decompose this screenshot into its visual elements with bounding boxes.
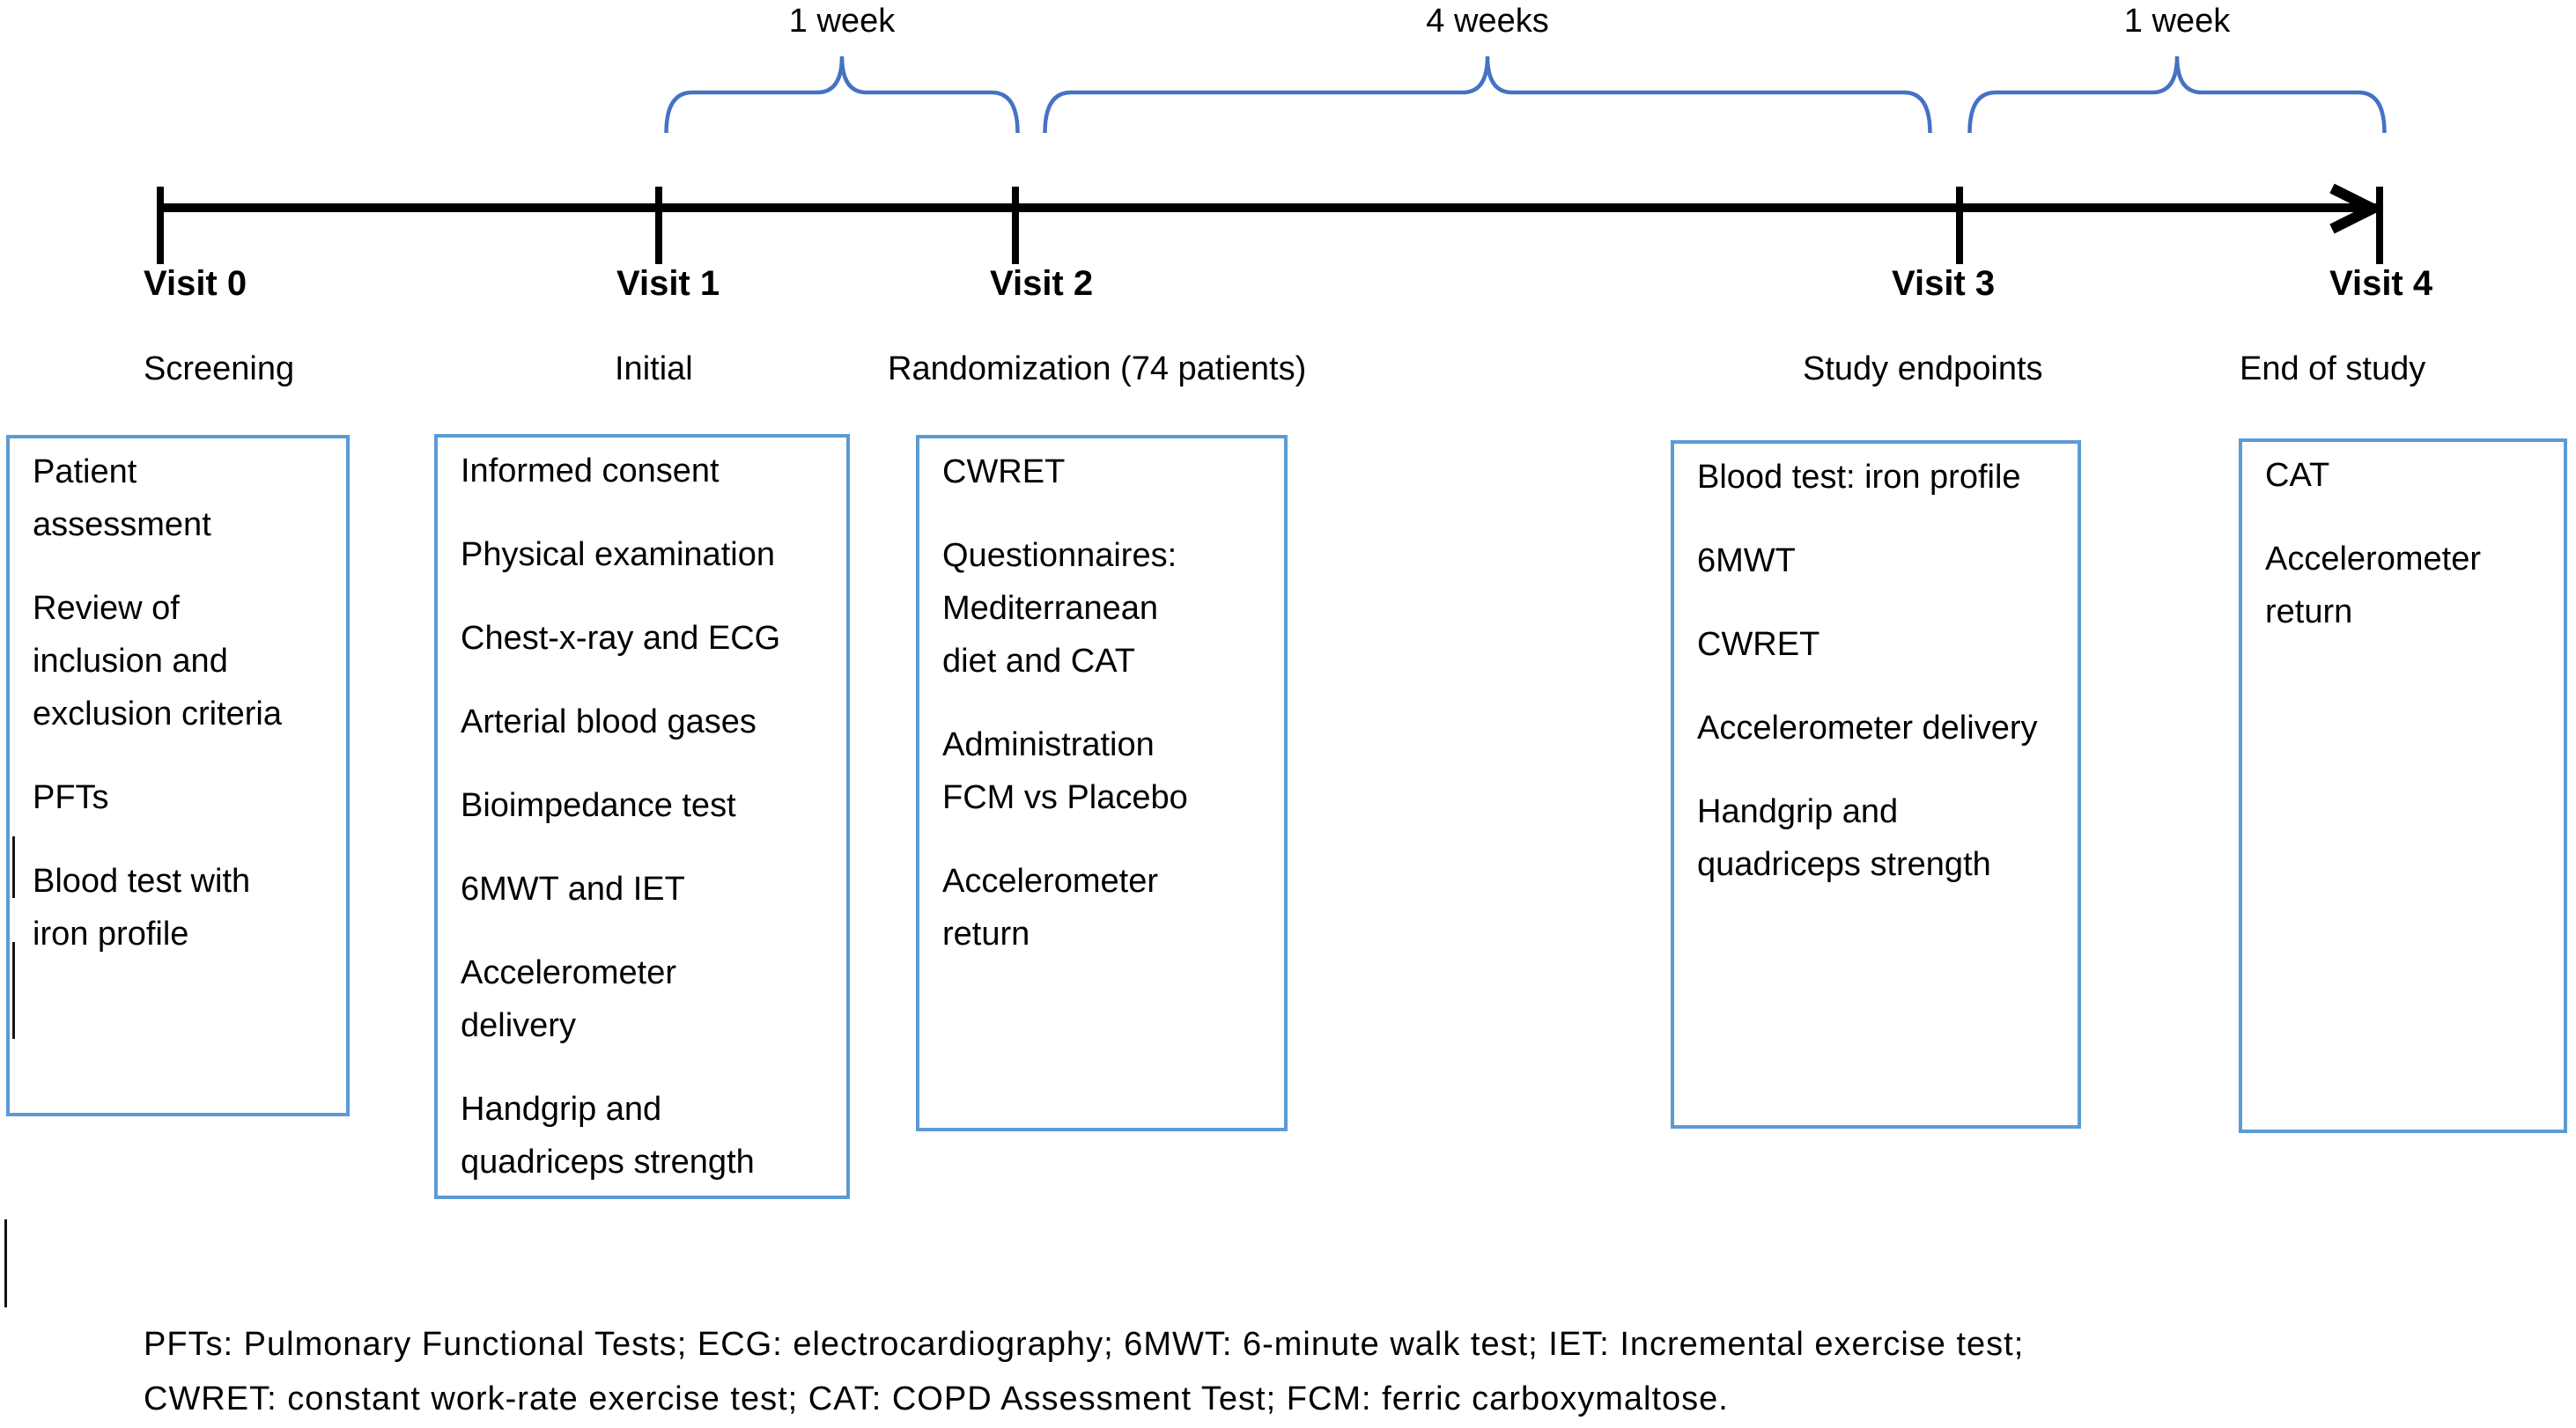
- visit-label-4: Visit 4: [2329, 264, 2433, 303]
- activity-box-visit3: Blood test: iron profile 6MWT CWRET Acce…: [1671, 440, 2081, 1129]
- visit-subtitle-screening: Screening: [144, 350, 295, 387]
- visit-label-1: Visit 1: [616, 264, 720, 303]
- activity-item: Bioimpedance test: [461, 787, 736, 824]
- activity-item: Accelerometer return: [2265, 541, 2481, 630]
- visit-subtitle-endpoints: Study endpoints: [1803, 350, 2043, 387]
- footnote-line-2: CWRET: constant work-rate exercise test;…: [144, 1380, 1729, 1417]
- interval-label-4weeks: 4 weeks: [1426, 3, 1549, 40]
- interval-brace-icon: [664, 55, 1020, 134]
- stray-mark: [4, 1219, 7, 1307]
- activity-item: Administration FCM vs Placebo: [942, 726, 1188, 816]
- activity-item: PFTs: [33, 779, 109, 816]
- activity-item: Questionnaires: Mediterranean diet and C…: [942, 537, 1177, 680]
- activity-item: Patient assessment: [33, 453, 211, 543]
- activity-box-visit0: Patient assessment Review of inclusion a…: [6, 435, 350, 1116]
- activity-item: Chest-x-ray and ECG: [461, 620, 781, 657]
- activity-box-visit4: CAT Accelerometer return: [2239, 438, 2567, 1133]
- stray-mark: [12, 836, 15, 898]
- visit-subtitle-initial: Initial: [615, 350, 693, 387]
- activity-item: Accelerometer delivery: [461, 954, 676, 1044]
- activity-item: Accelerometer return: [942, 863, 1158, 953]
- interval-label-1week-right: 1 week: [2123, 3, 2231, 40]
- visit-subtitle-randomization: Randomization (74 patients): [888, 350, 1307, 387]
- activity-item: Blood test with iron profile: [33, 863, 251, 953]
- activity-item: Review of inclusion and exclusion criter…: [33, 590, 282, 732]
- activity-item: 6MWT: [1697, 542, 1796, 579]
- activity-item: 6MWT and IET: [461, 871, 685, 908]
- timeline-tick-visit0: [157, 187, 164, 264]
- activity-item: CWRET: [1697, 626, 1820, 663]
- timeline-tick-visit3: [1956, 187, 1963, 264]
- arrowhead-icon: [2329, 183, 2383, 234]
- activity-item: CAT: [2265, 457, 2330, 494]
- footnote-line-1: PFTs: Pulmonary Functional Tests; ECG: e…: [144, 1326, 2025, 1363]
- activity-box-visit2: CWRET Questionnaires: Mediterranean diet…: [916, 435, 1288, 1131]
- activity-item: CWRET: [942, 453, 1066, 490]
- timeline-axis: [159, 203, 2376, 212]
- activity-item: Accelerometer delivery: [1697, 710, 2038, 747]
- visit-label-3: Visit 3: [1892, 264, 1996, 303]
- timeline-tick-visit1: [655, 187, 662, 264]
- activity-box-visit1: Informed consent Physical examination Ch…: [434, 434, 850, 1199]
- activity-item: Blood test: iron profile: [1697, 459, 2021, 496]
- activity-item: Informed consent: [461, 453, 720, 489]
- visit-subtitle-end-of-study: End of study: [2240, 350, 2426, 387]
- activity-item: Physical examination: [461, 536, 775, 573]
- visit-label-2: Visit 2: [990, 264, 1094, 303]
- activity-item: Handgrip and quadriceps strength: [461, 1091, 755, 1181]
- timeline-tick-visit2: [1012, 187, 1019, 264]
- interval-brace-icon: [1043, 55, 1932, 134]
- timeline-tick-visit4: [2376, 187, 2383, 264]
- activity-item: Handgrip and quadriceps strength: [1697, 793, 1991, 883]
- interval-label-1week-left: 1 week: [788, 3, 896, 40]
- activity-item: Arterial blood gases: [461, 703, 757, 740]
- interval-brace-icon: [1967, 55, 2387, 134]
- stray-mark: [12, 942, 15, 1039]
- visit-label-0: Visit 0: [144, 264, 247, 303]
- abbreviations-footnote: PFTs: Pulmonary Functional Tests; ECG: e…: [144, 1317, 2024, 1426]
